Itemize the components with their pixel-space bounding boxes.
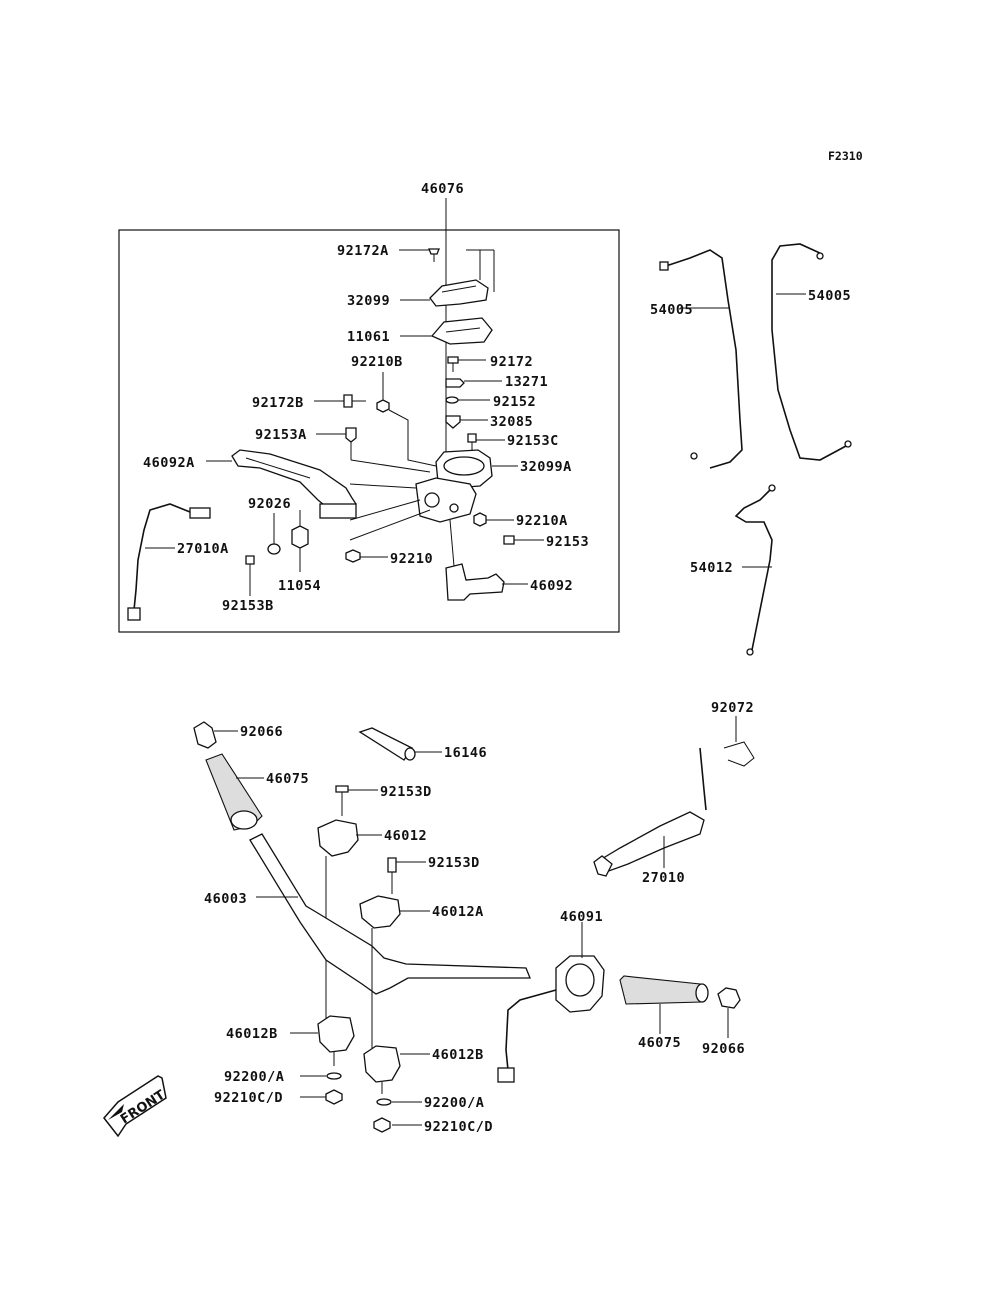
label-32099A: 32099A [520,459,572,475]
label-46076: 46076 [421,181,464,197]
master-cylinder-body-part [349,449,518,541]
nut-92210C-right-part [373,1117,422,1133]
front-arrow-icon [103,1075,167,1138]
label-11061: 11061 [347,329,390,345]
pad-16146-part [358,727,442,761]
throttle-housing-46091-part [497,922,605,1083]
bolt-92153-part [503,535,544,545]
label-92172: 92172 [490,354,533,370]
handlebar-46003-part [249,833,531,995]
nut-92210B-part [376,372,437,467]
label-92210A: 92210A [516,513,568,529]
bolt-92153A-part [316,427,431,473]
label-92210CD-right: 92210C/D [424,1119,493,1135]
nut-92210A-part [473,512,514,527]
label-27010A: 27010A [177,541,229,557]
label-92153B: 92153B [222,598,274,614]
bolt-92153D-upper-part [335,785,378,816]
label-27010: 27010 [642,870,685,886]
label-46075-right: 46075 [638,1035,681,1051]
washer-92152-part [445,396,490,404]
cable-54012-part [734,484,776,656]
reservoir-cap-screw-part [399,248,440,262]
grip-46075-right-part [619,975,709,1034]
spacer-92026-part [267,513,281,555]
label-92066-left: 92066 [240,724,283,740]
label-46003: 46003 [204,891,247,907]
reservoir-cap-part [400,249,495,307]
band-92072-part [723,716,755,767]
label-92200A-right: 92200/A [424,1095,484,1111]
label-46012B-left: 46012B [226,1026,278,1042]
screw-92172B-part [314,394,366,408]
washer-92200-left-part [300,1072,342,1080]
nut-92210-part [345,549,388,563]
label-46012B-right: 46012B [432,1047,484,1063]
label-92210B: 92210B [351,354,403,370]
nut-92210C-left-part [300,1089,343,1105]
holder-46012-part [317,819,382,1018]
bolt-92153B-part [245,555,255,596]
throttle-cable-54005-left-part [659,249,743,469]
label-32085: 32085 [490,414,533,430]
screw-92172-part [447,356,486,372]
brake-lever-46092A-part [206,449,357,519]
label-46092A: 46092A [143,455,195,471]
label-92066-right: 92066 [702,1041,745,1057]
plate-13271-part [445,378,502,388]
label-92172B: 92172B [252,395,304,411]
lower-holder-46012B-left-part [290,1015,355,1066]
label-54005-right: 54005 [808,288,851,304]
label-92210CD-left: 92210C/D [214,1090,283,1106]
label-46012: 46012 [384,828,427,844]
diaphragm-part [400,317,493,345]
label-92072: 92072 [711,700,754,716]
brake-switch-27010A-part [127,503,211,621]
bolt-92153D-lower-part [387,857,426,894]
label-16146: 16146 [444,745,487,761]
bracket-11054-part [291,510,309,572]
bar-end-92066-left-part [193,721,238,749]
label-92172A: 92172A [337,243,389,259]
bar-end-92066-right-part [717,987,741,1038]
figure-code: F2310 [828,149,863,163]
label-54005-left: 54005 [650,302,693,318]
lower-holder-46012B-right-part [363,1045,430,1094]
grip-46075-left-part [205,753,264,831]
label-92153D-lower: 92153D [428,855,480,871]
bolt-92153C-part [467,433,505,456]
label-11054: 11054 [278,578,321,594]
label-92210: 92210 [390,551,433,567]
washer-92200-right-part [376,1098,422,1106]
label-13271: 13271 [505,374,548,390]
label-46075-left: 46075 [266,771,309,787]
label-46092: 46092 [530,578,573,594]
label-46012A: 46012A [432,904,484,920]
master-cylinder-assembly-box [118,198,620,633]
cap-32085-part [445,415,488,429]
label-92200A-left: 92200/A [224,1069,284,1085]
label-92152: 92152 [493,394,536,410]
holder-46012A-part [359,895,430,1048]
label-32099: 32099 [347,293,390,309]
switch-27010-part [593,747,707,877]
throttle-cable-54005-right-part [771,243,852,461]
label-92153C: 92153C [507,433,559,449]
label-54012: 54012 [690,560,733,576]
label-46091: 46091 [560,909,603,925]
label-92153: 92153 [546,534,589,550]
label-92153A: 92153A [255,427,307,443]
lever-46092-part [445,519,528,601]
label-92153D-upper: 92153D [380,784,432,800]
label-92026: 92026 [248,496,291,512]
